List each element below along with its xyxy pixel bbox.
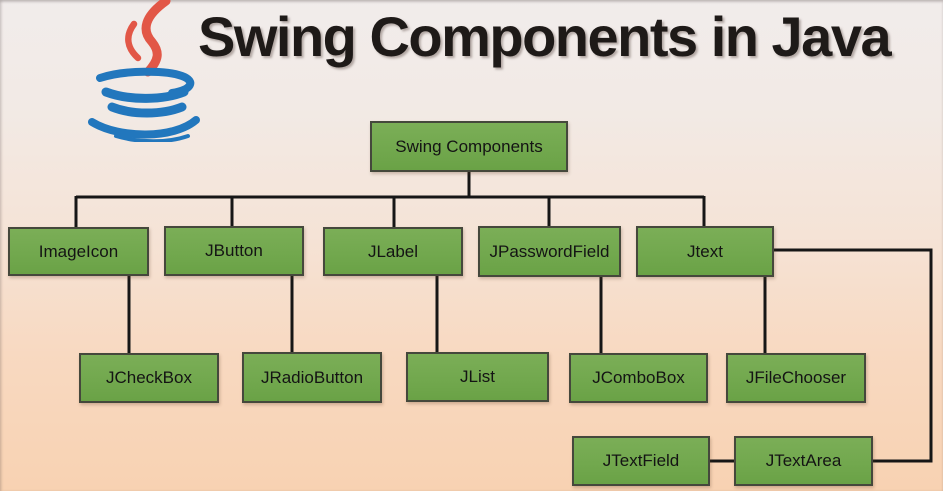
node-imageicon: ImageIcon xyxy=(8,227,149,276)
node-jtextarea: JTextArea xyxy=(734,436,873,486)
node-jlist: JList xyxy=(406,352,549,402)
node-jtextfield: JTextField xyxy=(572,436,710,486)
node-jbutton: JButton xyxy=(164,226,304,276)
node-jcheckbox: JCheckBox xyxy=(79,353,219,403)
java-logo-icon xyxy=(88,0,200,142)
node-jtext: Jtext xyxy=(636,226,774,277)
page-title: Swing Components in Java xyxy=(198,5,892,68)
node-jfilechooser: JFileChooser xyxy=(726,353,866,403)
node-jradiobutton: JRadioButton xyxy=(242,352,382,403)
node-swing-components: Swing Components xyxy=(370,121,568,172)
node-jpasswordfield: JPasswordField xyxy=(478,226,621,277)
node-jcombobox: JComboBox xyxy=(569,353,708,403)
node-jlabel: JLabel xyxy=(323,227,463,276)
